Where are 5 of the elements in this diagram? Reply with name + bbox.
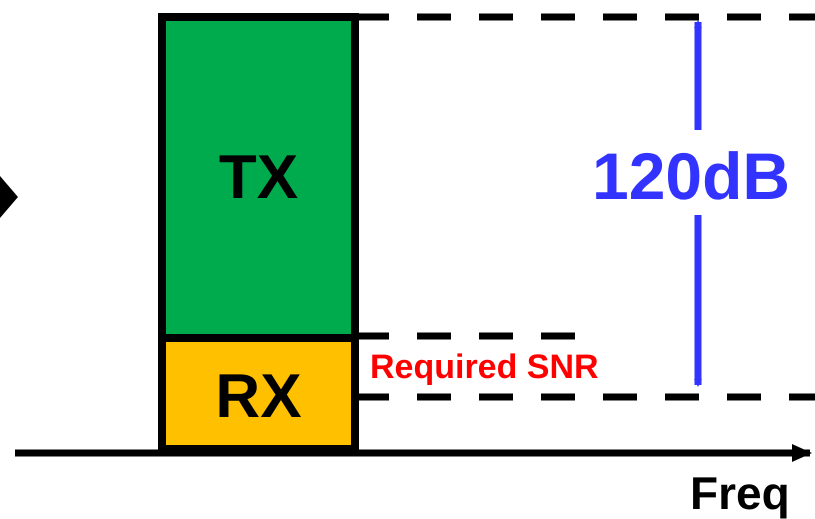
- band-label: RX: [215, 366, 302, 428]
- band-label: TX: [218, 146, 298, 208]
- snr-label: Required SNR: [370, 350, 599, 384]
- axis-label: Freq: [690, 470, 790, 516]
- dimension-label: 120dB: [592, 143, 790, 209]
